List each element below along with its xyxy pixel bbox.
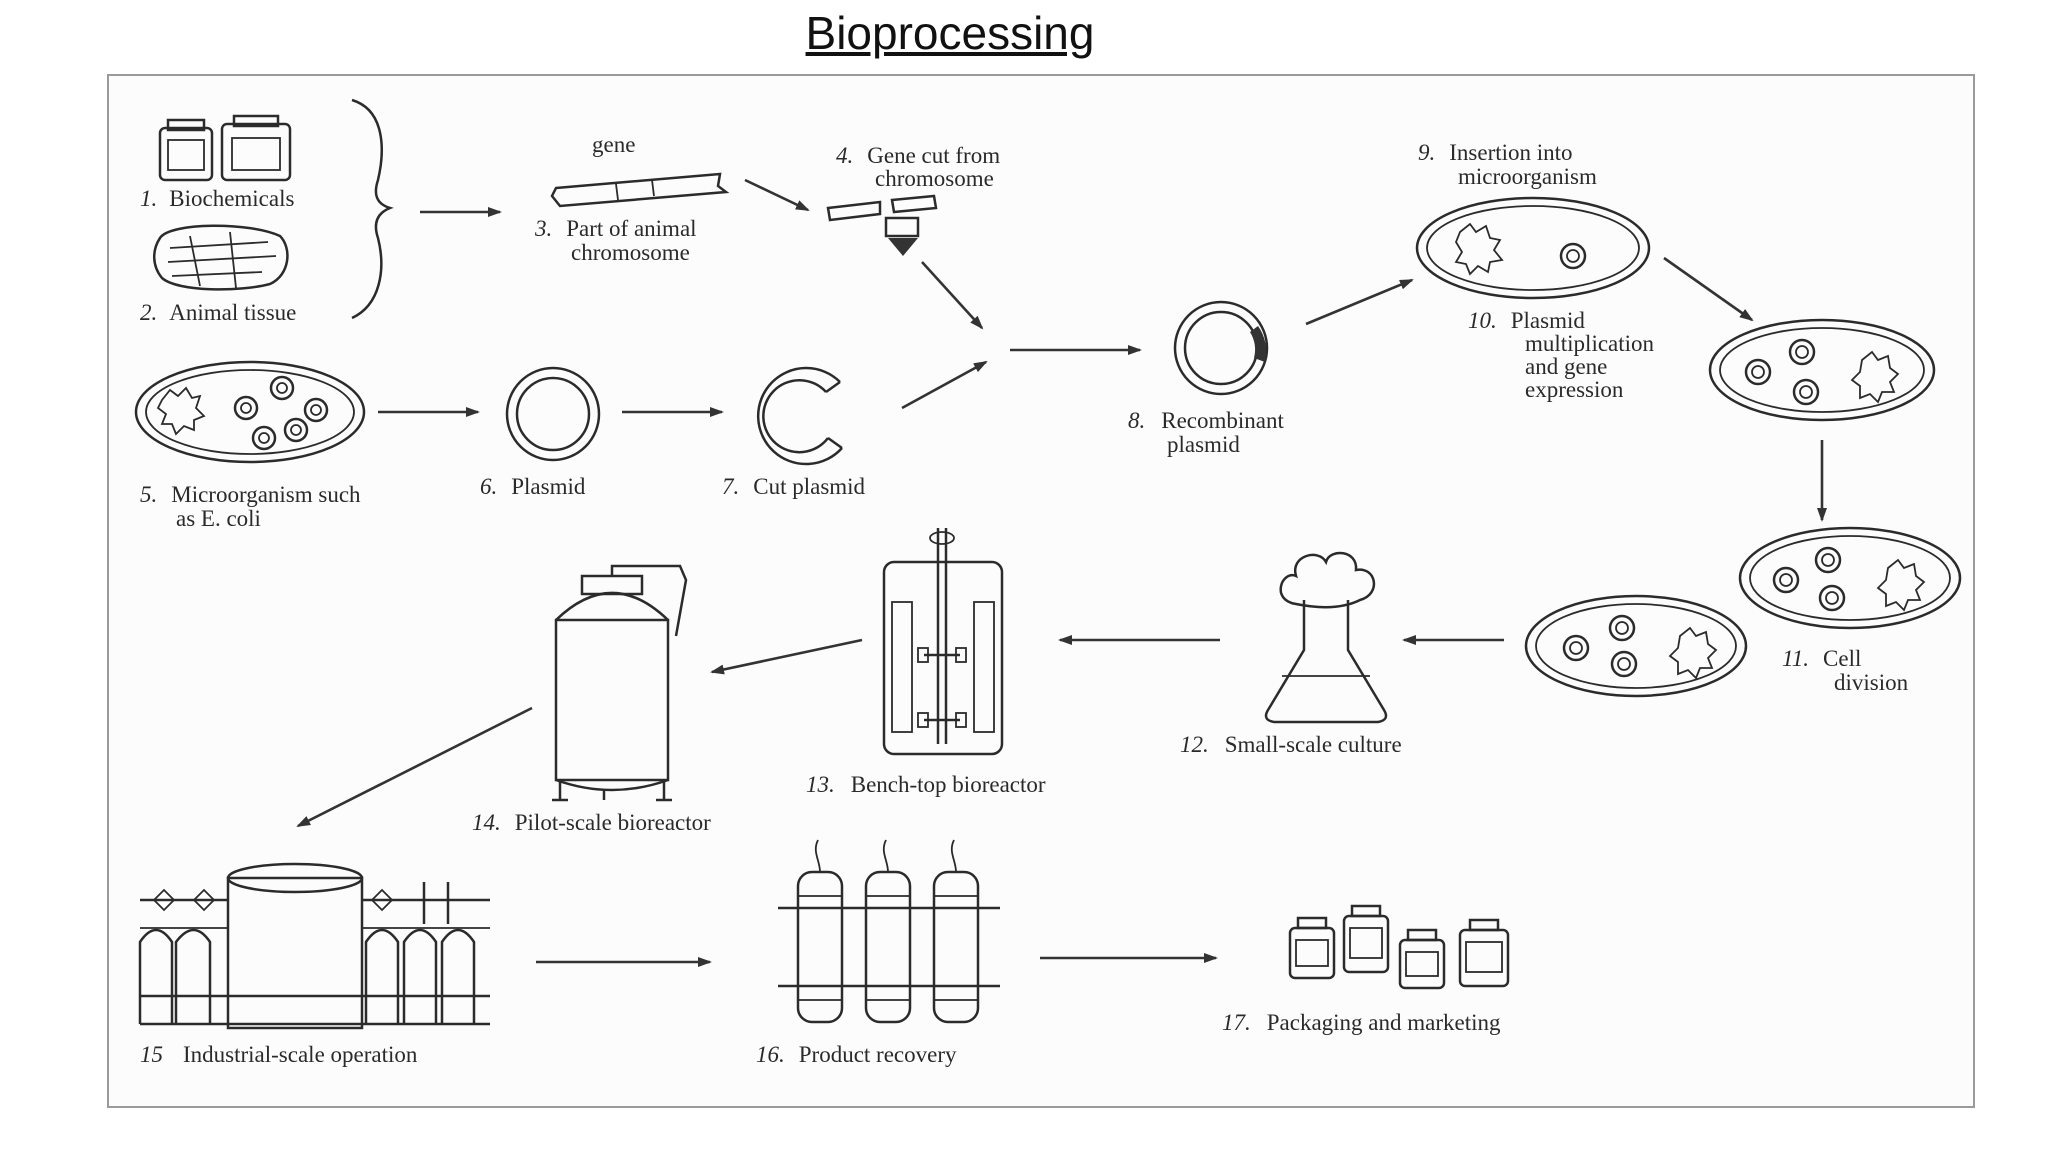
step-9-label-line-1: 9.Insertion into — [1418, 140, 1573, 165]
cut-plasmid-icon — [756, 366, 843, 466]
arrow-cut-plasmid-to-merge — [901, 360, 988, 410]
plasmid-icon — [505, 366, 601, 462]
product-recovery-columns-icon — [778, 839, 1000, 1024]
gene-fragments-icon — [826, 194, 938, 256]
step-10-label-line-1: 10.Plasmid — [1468, 308, 1585, 333]
microorganism-cell-icon — [134, 360, 366, 464]
animal-tissue-icon — [153, 224, 289, 291]
step-10-label-line-3: and gene — [1525, 354, 1607, 379]
recombinant-plasmid-icon — [1173, 300, 1269, 396]
arrow-to-industrial — [296, 706, 533, 828]
step-11-label-line-1: 11.Cell — [1782, 646, 1861, 671]
step-1-label: 1.Biochemicals — [140, 186, 294, 211]
expression-cell-icon — [1708, 318, 1936, 422]
step-8-label-line-1: 8.Recombinant — [1128, 408, 1284, 433]
gene-label: gene — [592, 132, 635, 157]
biochemicals-bottles-icon — [158, 114, 292, 182]
host-cell-icon — [1415, 196, 1651, 300]
brace — [351, 98, 394, 320]
step-10-label-line-4: expression — [1525, 377, 1624, 402]
step-11-label-line-2: division — [1834, 670, 1909, 695]
step-9-label-line-2: microorganism — [1458, 164, 1597, 189]
step-5-label-line-2: as E. coli — [176, 506, 261, 531]
benchtop-bioreactor-icon — [882, 528, 1004, 756]
page-title: Bioprocessing — [805, 7, 1095, 59]
dividing-cell-top-icon — [1738, 526, 1962, 630]
culture-flask-icon — [1264, 551, 1388, 724]
step-5-label-line-1: 5.Microorganism such — [140, 482, 361, 507]
step-2-label: 2.Animal tissue — [140, 300, 296, 325]
dividing-cell-bottom-icon — [1524, 594, 1748, 698]
step-14-label: 14.Pilot-scale bioreactor — [472, 810, 711, 835]
step-17-label: 17.Packaging and marketing — [1222, 1010, 1501, 1035]
step-3-label-line-1: 3.Part of animal — [534, 216, 697, 241]
arrow-to-gene-cut — [744, 178, 810, 212]
packaging-bottles-icon — [1288, 904, 1510, 990]
diagram-frame — [107, 74, 1975, 1108]
industrial-plant-icon — [138, 862, 490, 1030]
step-4-label-line-1: 4.Gene cut from — [836, 143, 1000, 168]
step-12-label: 12.Small-scale culture — [1180, 732, 1402, 757]
step-10-label-line-2: multiplication — [1525, 331, 1655, 356]
chromosome-icon — [550, 172, 730, 208]
step-13-label: 13.Bench-top bioreactor — [806, 772, 1046, 797]
step-16-label: 16.Product recovery — [756, 1042, 957, 1067]
step-4-label-line-2: chromosome — [875, 166, 994, 191]
step-6-label: 6.Plasmid — [480, 474, 586, 499]
pilot-bioreactor-icon — [552, 564, 688, 802]
step-7-label: 7.Cut plasmid — [722, 474, 866, 499]
arrow-to-pilot — [710, 638, 863, 675]
step-8-label-line-2: plasmid — [1167, 432, 1240, 457]
arrow-gene-to-merge — [921, 261, 984, 330]
step-3-label-line-2: chromosome — [571, 240, 690, 265]
arrow-to-insertion — [1305, 278, 1414, 326]
arrow-to-expression — [1663, 256, 1754, 322]
